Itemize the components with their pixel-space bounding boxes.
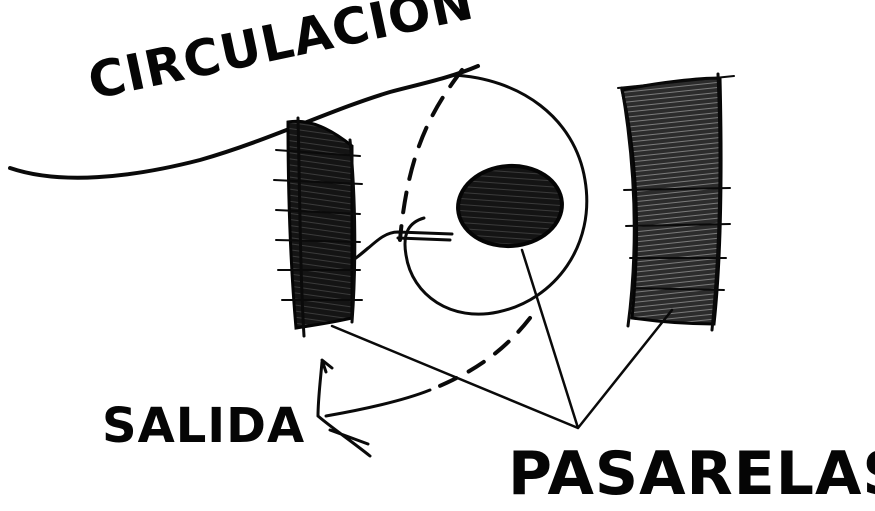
walkways-label: PASARELAS <box>508 444 875 504</box>
right-walkway <box>618 74 734 330</box>
walkways-leader-lines <box>332 250 672 428</box>
exit-arrow <box>318 360 430 456</box>
circulation-dashed-path <box>400 70 462 240</box>
central-core <box>455 162 564 249</box>
left-walkway <box>274 118 362 336</box>
circulation-underline <box>10 66 478 178</box>
exit-label: SALIDA <box>102 402 305 450</box>
exit-dashed-path <box>430 318 530 390</box>
